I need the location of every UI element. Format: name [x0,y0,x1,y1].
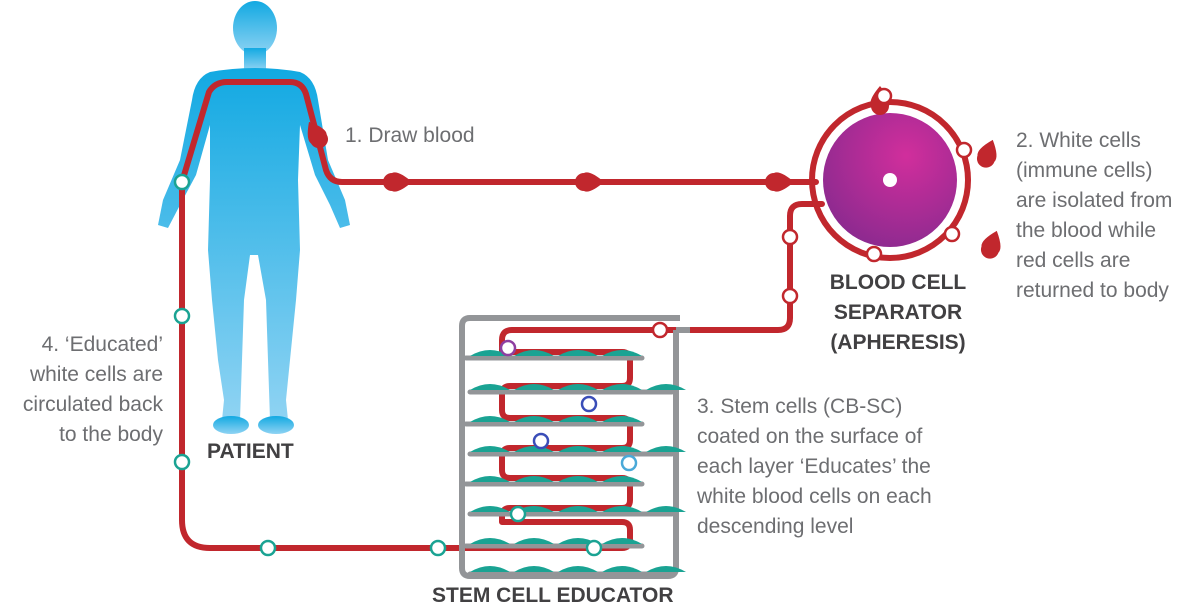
cell-marker-icon [173,453,191,471]
step-3-line-5: descending level [697,515,854,538]
stem-cell-coating [514,476,554,482]
stem-cell-coating [646,384,686,390]
blood-drop-icon [765,172,794,192]
cell-marker-icon [620,454,638,472]
step-2-line-2: (immune cells) [1016,159,1153,182]
step-3-stem-cells: 3. Stem cells (CB-SC) coated on the surf… [697,392,932,542]
stem-cell-coating [646,506,686,512]
separator-title-line-1: BLOOD CELL [829,271,967,294]
step-2-line-1: 2. White cells [1016,129,1141,152]
stem-cell-coating [602,446,642,452]
stem-cell-coating [514,566,554,572]
blood-drop-icon [980,230,1001,259]
cell-marker-icon [173,173,191,191]
stem-cell-coating [602,538,642,544]
stem-cell-coating [470,476,510,482]
cell-marker-icon [429,539,447,557]
stem-cell-coating [514,538,554,544]
cell-marker-icon [955,141,973,159]
cell-marker-icon [509,505,527,523]
stem-cell-coating [514,384,554,390]
cell-marker-icon [499,339,517,357]
cell-marker-icon [875,87,893,105]
stem-cell-coating [558,350,598,356]
stem-cell-coating [470,416,510,422]
step-4-line-1: 4. ‘Educated’ [41,333,163,356]
stem-cell-coating [470,566,510,572]
stem-cell-educator-label: STEM CELL EDUCATOR [432,584,674,607]
step-2-line-6: returned to body [1016,279,1169,302]
cell-marker-icon [580,395,598,413]
cell-marker-icon [651,321,669,339]
step-3-line-4: white blood cells on each [697,485,932,508]
stem-cell-coating [602,350,642,356]
step-2-line-4: the blood while [1016,219,1157,242]
separator-title-line-3: (APHERESIS) [830,331,966,354]
step-4-educated-cells: 4. ‘Educated’ white cells are circulated… [0,330,163,450]
stem-cell-coating [646,566,686,572]
step-4-line-2: white cells are [29,363,163,386]
stem-cell-coating [470,446,510,452]
step-1-draw-blood: 1. Draw blood [345,121,475,151]
stem-cell-coating [558,566,598,572]
stem-cell-coating [470,384,510,390]
cell-marker-icon [865,245,883,263]
stem-cell-coating [558,506,598,512]
cell-marker-icon [585,539,603,557]
stem-cell-coating [558,384,598,390]
stem-cell-coating [602,566,642,572]
cell-marker-icon [943,225,961,243]
patient-silhouette-icon [158,1,350,434]
cell-marker-icon [259,539,277,557]
patient-label: PATIENT [207,440,294,463]
step-2-white-cells-isolated: 2. White cells (immune cells) are isolat… [1016,126,1172,306]
stem-cell-coating [558,446,598,452]
separator-title-line-2: SEPARATOR [833,301,963,324]
cell-marker-icon [173,307,191,325]
step-1-line: 1. Draw blood [345,124,475,147]
stem-cell-coating [646,446,686,452]
blood-drop-icon [976,139,997,168]
step-2-line-5: red cells are [1016,249,1131,272]
step-3-line-3: each layer ‘Educates’ the [697,455,931,478]
blood-drop-icon [383,172,412,192]
stem-cell-coating [602,416,642,422]
stem-cell-coating [558,416,598,422]
stem-cell-coating [470,538,510,544]
cell-marker-icon [532,432,550,450]
stem-cell-coating [558,476,598,482]
step-4-line-3: circulated back [22,393,163,416]
blood-drop-icon [575,172,604,192]
stem-cell-coating [514,416,554,422]
step-2-line-3: are isolated from [1016,189,1173,212]
stem-cell-educator-tray-icon [459,315,690,579]
cell-marker-icon [781,287,799,305]
blood-drop-icons [307,86,1001,259]
step-4-line-4: to the body [59,423,163,446]
blood-drop-icon [307,121,328,149]
stem-cell-coating [602,384,642,390]
step-3-line-1: 3. Stem cells (CB-SC) [697,395,903,418]
blood-cell-separator-icon [809,99,971,261]
step-3-line-2: coated on the surface of [697,425,923,448]
stem-cell-coating [470,506,510,512]
separator-title: BLOOD CELL SEPARATOR (APHERESIS) [818,268,978,358]
stem-cell-coating [514,350,554,356]
stem-cell-coating [470,350,510,356]
stem-cell-coating [602,476,642,482]
stem-cell-coating [602,506,642,512]
cell-marker-icon [781,228,799,246]
cell-markers [173,87,973,557]
